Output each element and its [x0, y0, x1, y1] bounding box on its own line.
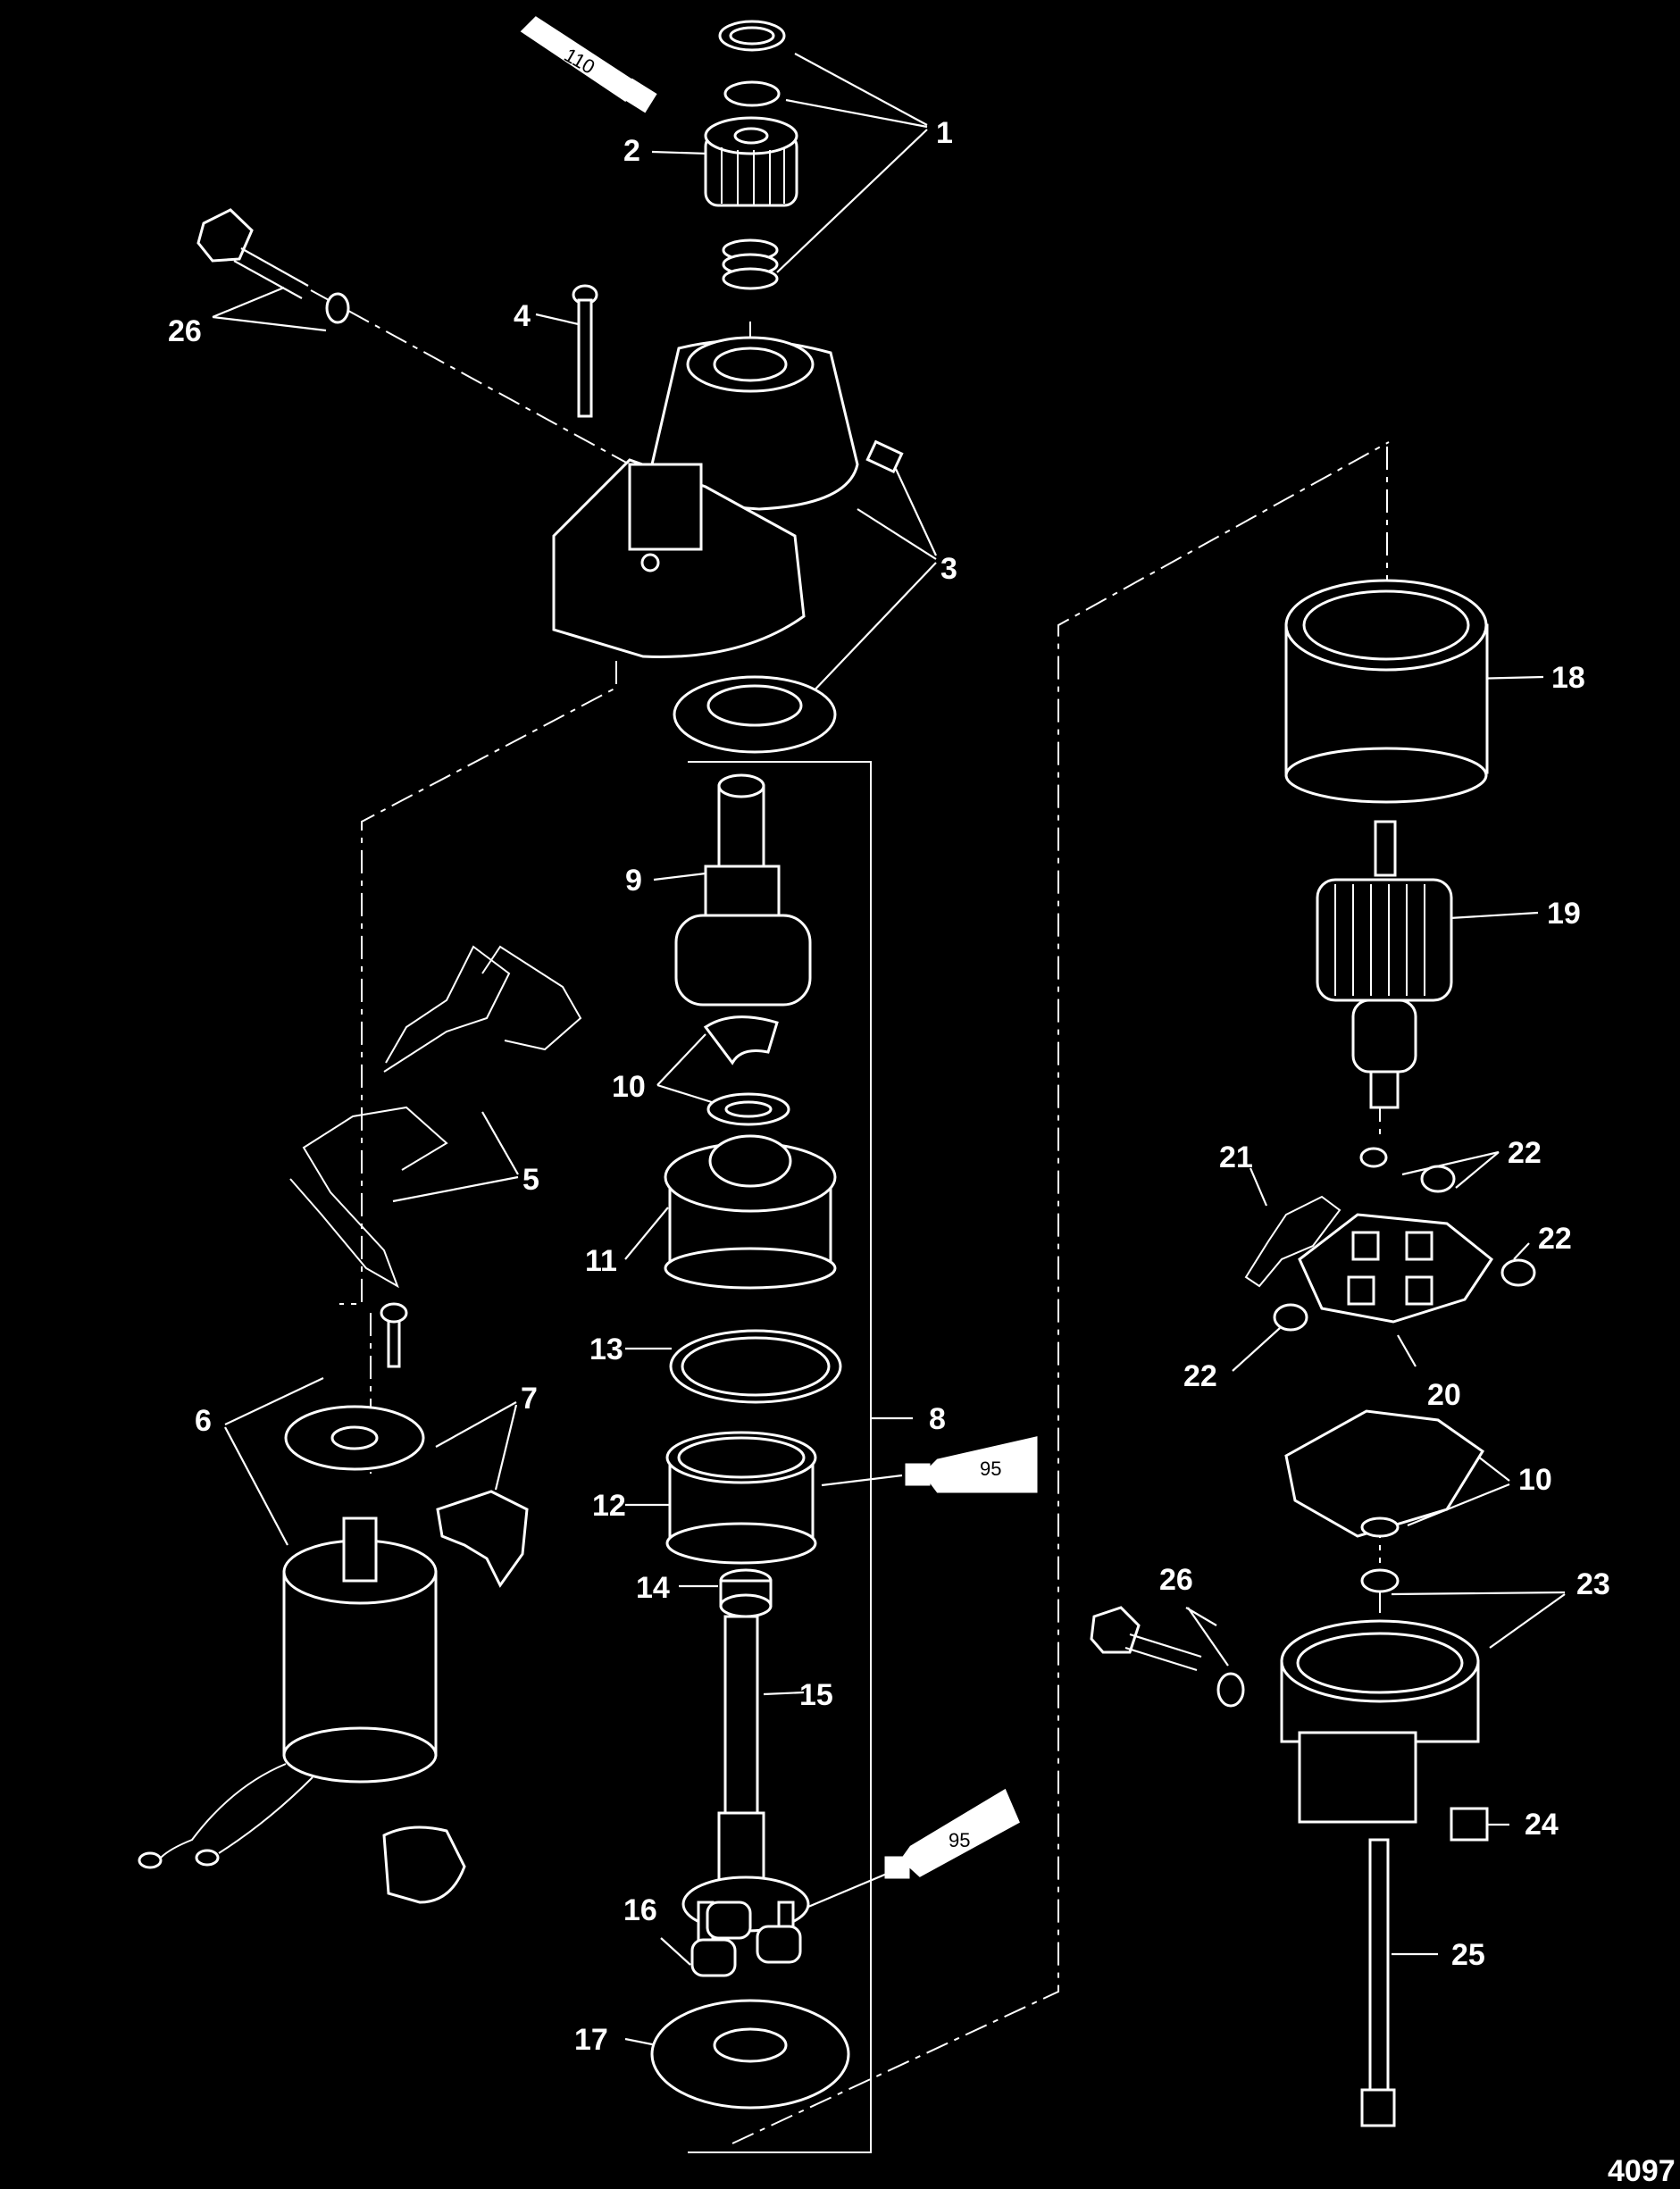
callout-11: 11: [585, 1244, 617, 1278]
part-7-brackets: [382, 1490, 529, 1904]
part-18-field-frame: [1284, 579, 1489, 804]
callout-19: 19: [1547, 897, 1581, 931]
callout-26-lower: 26: [1159, 1563, 1193, 1597]
part-3-housing: [552, 336, 904, 754]
callout-25: 25: [1451, 1938, 1485, 1972]
part-21-terminal: [1244, 1195, 1341, 1288]
part-26-bolt-top: [196, 208, 350, 324]
callout-10-lower: 10: [1518, 1463, 1552, 1497]
callout-2: 2: [623, 134, 640, 168]
callout-3: 3: [940, 552, 957, 586]
figure-number: 4097: [1608, 2154, 1676, 2188]
callout-26-top: 26: [168, 314, 202, 348]
callout-20: 20: [1427, 1378, 1461, 1412]
callout-22a: 22: [1508, 1136, 1542, 1170]
callout-23: 23: [1576, 1567, 1610, 1601]
part-26-bolt-lower: [1090, 1606, 1245, 1708]
callout-6: 6: [195, 1404, 212, 1438]
part-22-brushes: [1273, 1147, 1536, 1332]
part-5-shift-lever: [289, 945, 582, 1289]
callout-16: 16: [623, 1893, 657, 1927]
part-16-planet-gears: [690, 1901, 802, 1977]
part-19-armature: [1316, 820, 1453, 1109]
tube-label-95-upper: 95: [980, 1458, 1001, 1480]
callout-labels: 1 2 3 4 5 6 7 8 9 10 11 13 12 14 15 16 1…: [168, 116, 1676, 2188]
part-1-rings-and-spring: [718, 20, 786, 290]
part-6-motor: [138, 1302, 438, 1869]
part-25-through-bolt: [1360, 1838, 1396, 2127]
leader-lines: [212, 53, 1566, 2153]
part-11-carrier: [664, 1134, 837, 1290]
callout-1: 1: [936, 116, 953, 150]
part-14-bushing: [719, 1568, 773, 1618]
callout-14: 14: [636, 1571, 670, 1605]
part-24-screw: [1450, 1807, 1489, 1842]
part-12-ring-gear: [665, 1431, 817, 1565]
callout-8: 8: [929, 1402, 946, 1436]
callout-17: 17: [574, 2023, 608, 2057]
part-23-end-cap: [1280, 1619, 1480, 1824]
callout-22c: 22: [1183, 1359, 1217, 1393]
part-13-ring: [669, 1329, 842, 1404]
callout-4: 4: [514, 299, 531, 333]
tube-95-lower: 95: [884, 1788, 1020, 1879]
callout-7: 7: [521, 1382, 538, 1416]
part-15-pinion-shaft: [681, 1615, 810, 1944]
tube-95-upper: 95: [905, 1436, 1038, 1493]
callout-24: 24: [1525, 1808, 1559, 1842]
part-10-gasket-lower: [1284, 1409, 1485, 1593]
callout-10: 10: [612, 1070, 646, 1104]
callout-18: 18: [1551, 661, 1585, 695]
callout-12: 12: [592, 1489, 626, 1523]
part-17-plate: [650, 1999, 850, 2110]
callout-22b: 22: [1538, 1222, 1572, 1256]
part-4-screw: [572, 284, 598, 418]
callout-15: 15: [799, 1678, 833, 1712]
part-10-clip-and-washer: [703, 1015, 790, 1126]
part-2-drive-gear: [704, 116, 798, 207]
tube-label-95-lower: 95: [949, 1829, 970, 1851]
callout-9: 9: [625, 864, 642, 898]
part-9-shaft: [674, 773, 812, 1007]
callout-13: 13: [589, 1333, 623, 1366]
callout-5: 5: [522, 1163, 539, 1197]
part-20-brush-plate: [1298, 1213, 1494, 1324]
tube-110: 110: [520, 16, 657, 113]
callout-21: 21: [1219, 1140, 1253, 1174]
